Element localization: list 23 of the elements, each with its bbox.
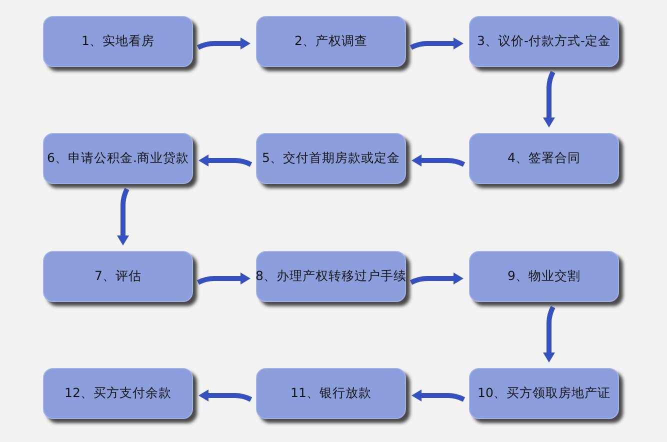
step-box: 2、产权调查: [256, 16, 406, 67]
arrow: [410, 272, 464, 285]
step-box: 12、买方支付余款: [43, 368, 193, 419]
step-box: 1、实地看房: [43, 16, 193, 67]
arrow: [543, 70, 556, 128]
arrow: [198, 390, 252, 402]
step-box: 11、银行放款: [256, 368, 406, 419]
step-box: 5、交付首期房款或定金: [256, 133, 406, 184]
arrow: [412, 154, 466, 167]
step-box: 6、申请公积金.商业贷款: [43, 133, 193, 184]
arrow: [412, 390, 466, 402]
step-box: 3、议价-付款方式-定金: [469, 16, 619, 67]
arrow: [196, 272, 250, 285]
step-box: 10、买方领取房地产证: [469, 368, 619, 419]
arrow: [196, 38, 250, 50]
arrow: [198, 154, 252, 167]
step-box: 4、签署合同: [469, 133, 619, 184]
arrow: [117, 188, 130, 246]
arrow: [410, 38, 464, 50]
step-box: 9、物业交割: [469, 251, 619, 302]
step-box: 8、办理产权转移过户手续: [256, 251, 406, 302]
step-box: 7、评估: [43, 251, 193, 302]
arrow: [543, 306, 556, 362]
